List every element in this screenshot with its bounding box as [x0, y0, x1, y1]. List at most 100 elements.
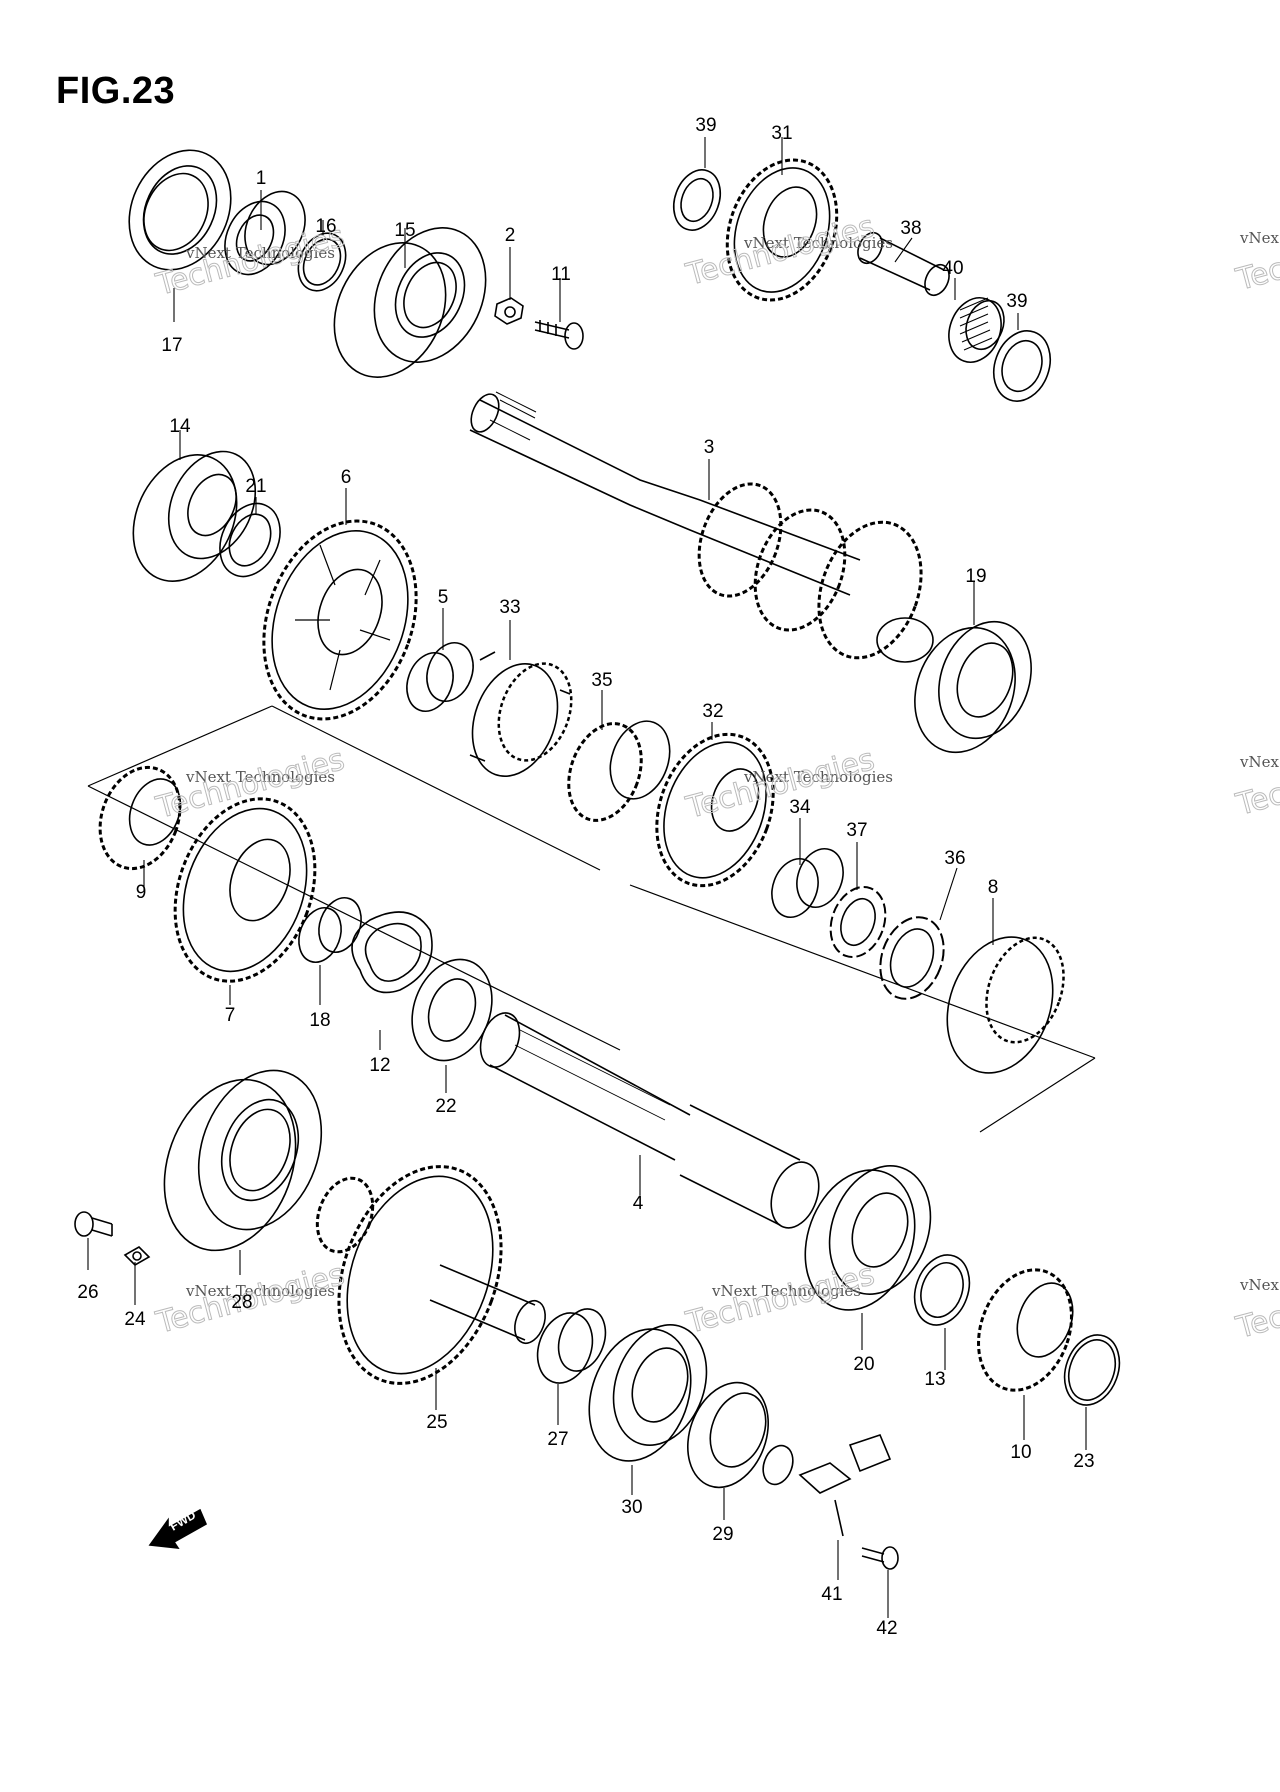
bearing-20: [804, 1165, 932, 1311]
callout-38: 38: [900, 218, 921, 239]
watermark-text: Tec: [1232, 776, 1280, 823]
assembly-outline: [87, 705, 1096, 1133]
speed-sensor-41: [798, 1434, 892, 1537]
washer-39-right: [992, 330, 1052, 402]
bearing-19: [914, 620, 1032, 754]
callout-6: 6: [341, 467, 352, 488]
watermark-text: vNext Technologies: [743, 234, 893, 252]
watermark-text: Tec: [1232, 1299, 1280, 1346]
callout-27: 27: [547, 1429, 568, 1450]
bearing-15: [333, 227, 487, 378]
watermark-text: vNext Technologies: [185, 244, 335, 262]
callout-8: 8: [988, 877, 999, 898]
callout-20: 20: [853, 1354, 874, 1375]
watermark-text: vNext Technologies: [743, 768, 893, 786]
callout-32: 32: [702, 701, 723, 722]
callout-2: 2: [505, 225, 516, 246]
callout-30: 30: [621, 1497, 642, 1518]
callout-5: 5: [438, 587, 449, 608]
o-ring-13: [913, 1254, 971, 1326]
callout-39-top: 39: [695, 115, 716, 136]
callout-13: 13: [924, 1369, 945, 1390]
callout-15: 15: [394, 220, 415, 241]
washer-22: [411, 958, 493, 1062]
gear-32: [655, 732, 775, 888]
callout-29: 29: [712, 1524, 733, 1545]
gear-25: [315, 1165, 546, 1385]
bolt-42: [861, 1546, 899, 1570]
bushing-34: [771, 848, 844, 918]
sleeve-38: [857, 231, 950, 297]
gear-7: [173, 797, 317, 983]
washer-39-top: [672, 169, 722, 231]
o-ring-16: [297, 232, 347, 292]
callout-35: 35: [591, 670, 612, 691]
callout-4: 4: [633, 1193, 644, 1214]
bearing-30: [588, 1324, 708, 1462]
callout-18: 18: [309, 1010, 330, 1031]
oil-seal-17: [128, 149, 232, 271]
lock-washer-37: [829, 886, 887, 958]
callout-10: 10: [1010, 1442, 1031, 1463]
callout-25: 25: [426, 1412, 447, 1433]
callout-11: 11: [551, 264, 571, 285]
callout-14: 14: [169, 416, 191, 437]
needle-bearing-40: [948, 297, 1005, 363]
callout-40: 40: [942, 258, 963, 279]
bearing-14: [132, 450, 257, 582]
callout-16: 16: [315, 216, 336, 237]
callout-9: 9: [136, 882, 147, 903]
watermark-text: Tec: [1232, 251, 1280, 298]
callout-36: 36: [944, 848, 965, 869]
lock-washer-36: [879, 916, 945, 1000]
watermark-text: vNex: [1239, 229, 1279, 247]
callout-39-right: 39: [1006, 291, 1027, 312]
shift-ring-33: [469, 651, 573, 777]
circlip-12: [351, 911, 433, 994]
page-title: FIG.23: [56, 70, 176, 112]
callout-23: 23: [1073, 1451, 1094, 1472]
watermark-text: vNex: [1239, 1276, 1279, 1294]
callout-7: 7: [225, 1005, 236, 1026]
callout-31: 31: [771, 123, 792, 144]
watermarks: vNext Technologies Technologies vNext Te…: [152, 209, 1280, 1347]
countershaft-gears: [697, 482, 934, 663]
bushing-1: [224, 190, 306, 276]
callout-33: 33: [499, 597, 520, 618]
callout-1: 1: [256, 168, 267, 189]
bolt-26: [74, 1211, 113, 1237]
bushing-18: [298, 897, 362, 963]
callout-3: 3: [704, 437, 715, 458]
washer-24: [123, 1246, 151, 1266]
watermark-text: vNext Technologies: [185, 1282, 335, 1300]
callout-34: 34: [789, 797, 811, 818]
circlip-23: [1063, 1334, 1121, 1406]
callout-42: 42: [876, 1618, 897, 1639]
callout-19: 19: [965, 566, 986, 587]
watermark-text: vNext Technologies: [185, 768, 335, 786]
washer-21: [219, 502, 281, 578]
countershaft-3: [469, 391, 861, 596]
gear-6: [262, 519, 418, 721]
oil-seal-29: [686, 1381, 770, 1489]
callout-26: 26: [77, 1282, 98, 1303]
watermark-text: vNex: [1239, 753, 1279, 771]
callout-22: 22: [435, 1096, 456, 1117]
driveshaft-4: [479, 1012, 820, 1229]
bushing-5: [406, 642, 474, 712]
watermark-text: vNext Technologies: [711, 1282, 861, 1300]
callout-37: 37: [846, 820, 867, 841]
part-callouts: 1 2 3 4 5 6 7 8 9 10 11 12 13 14 15 16 1…: [77, 115, 1094, 1639]
leader-lines: [87, 137, 1087, 1618]
gear-10: [977, 1268, 1074, 1392]
callout-28: 28: [231, 1292, 252, 1313]
gear-8: [946, 936, 1065, 1074]
gear-31: [725, 158, 839, 302]
callout-17: 17: [161, 335, 182, 356]
o-ring-small: [762, 1444, 794, 1486]
collar-27: [536, 1308, 607, 1384]
bearing-28: [163, 1069, 323, 1252]
fwd-arrow-icon: [148, 1508, 208, 1549]
callout-24: 24: [124, 1309, 146, 1330]
